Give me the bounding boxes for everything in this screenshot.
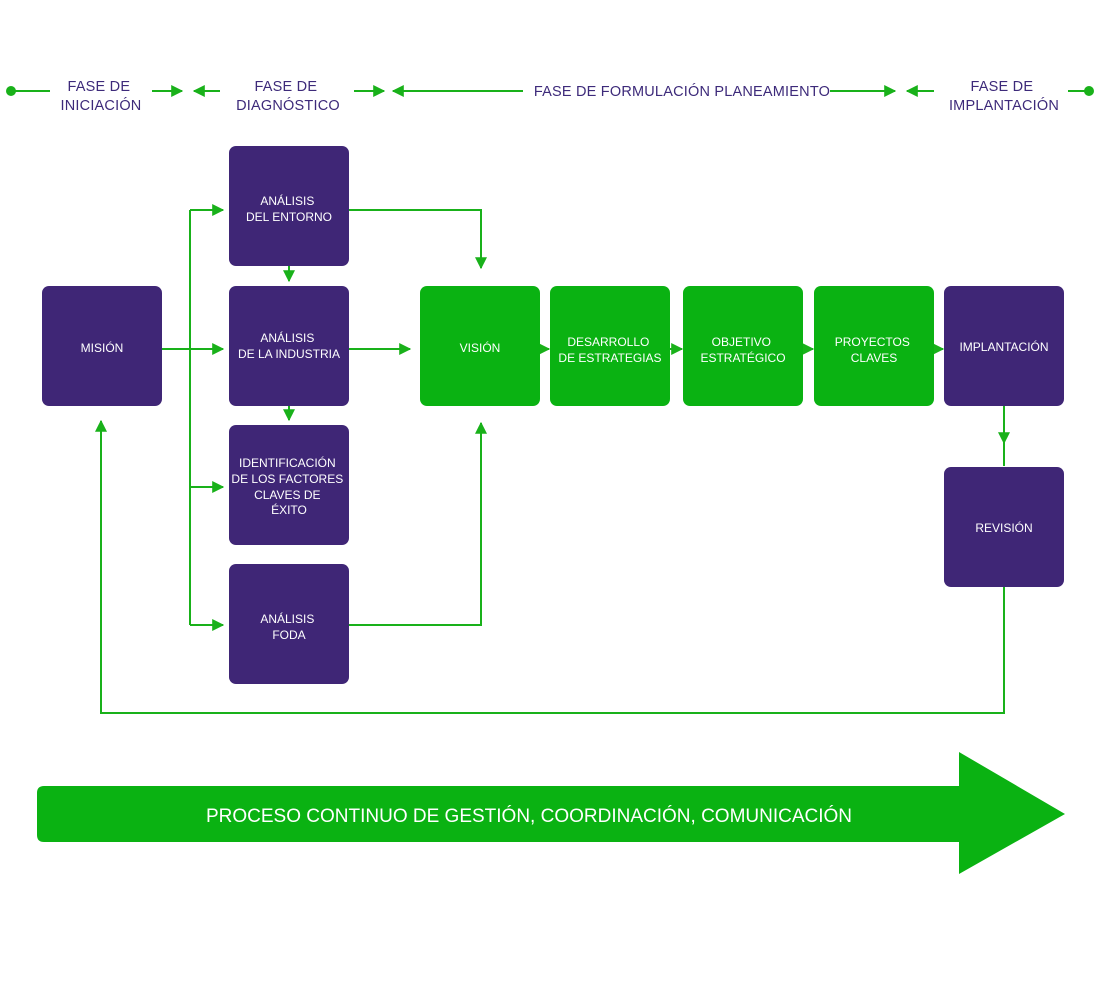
connector-arrow bbox=[349, 209, 487, 270]
svg-text:ANÁLISIS DEL ENTORNO: ANÁLISIS DEL ENTORNO bbox=[246, 193, 332, 224]
process-boxes: MISIÓN ANÁLISIS DEL ENTORNO ANÁLISIS DE … bbox=[42, 146, 1064, 684]
svg-text:PROYECTOS CLAVES: PROYECTOS CLAVES bbox=[835, 335, 913, 365]
box-objetivo-estrategico: OBJETIVO ESTRATÉGICO bbox=[683, 286, 803, 406]
svg-text:IMPLANTACIÓN: IMPLANTACIÓN bbox=[959, 339, 1048, 354]
phase-implantacion-label: FASE DE IMPLANTACIÓN bbox=[949, 79, 1059, 114]
box-implantacion: IMPLANTACIÓN bbox=[944, 286, 1064, 406]
banner-arrow-shape bbox=[37, 752, 1065, 874]
phase-timeline: FASE DE INICIACIÓN FASE DE DIAGNÓSTICO F… bbox=[6, 79, 1094, 114]
svg-text:VISIÓN: VISIÓN bbox=[460, 340, 501, 355]
svg-text:DESARROLLO DE ESTRATEG: DESARROLLO DE ESTRATEGIAS bbox=[558, 335, 661, 365]
phase-diagnostico-label: FASE DE DIAGNÓSTICO bbox=[236, 79, 340, 114]
svg-text:MISIÓN: MISIÓN bbox=[81, 340, 124, 355]
connectors bbox=[95, 204, 1010, 714]
connector-arrow bbox=[349, 421, 487, 626]
box-vision: VISIÓN bbox=[420, 286, 540, 406]
box-revision: REVISIÓN bbox=[944, 467, 1064, 587]
box-proyectos-claves: PROYECTOS CLAVES bbox=[814, 286, 934, 406]
feedback-loop-arrow bbox=[95, 419, 1005, 714]
svg-text:REVISIÓN: REVISIÓN bbox=[975, 520, 1032, 535]
box-analisis-foda: ANÁLISIS FODA bbox=[229, 564, 349, 684]
phase-formulacion-label: FASE DE FORMULACIÓN PLANEAMIENTO bbox=[534, 83, 830, 100]
box-factores-claves: IDENTIFICACIÓN DE LOS FACTORES CLAVES DE… bbox=[229, 425, 349, 545]
timeline-end-dot bbox=[1084, 86, 1094, 96]
box-analisis-entorno: ANÁLISIS DEL ENTORNO bbox=[229, 146, 349, 266]
svg-text:ANÁLISIS DE LA INDUSTR: ANÁLISIS DE LA INDUSTRIA bbox=[238, 330, 340, 361]
box-analisis-industria: ANÁLISIS DE LA INDUSTRIA bbox=[229, 286, 349, 406]
box-mision: MISIÓN bbox=[42, 286, 162, 406]
banner-label: PROCESO CONTINUO DE GESTIÓN, COORDINACIÓ… bbox=[206, 805, 852, 827]
box-desarrollo-estrategias: DESARROLLO DE ESTRATEGIAS bbox=[550, 286, 670, 406]
svg-text:ANÁLISIS FODA: ANÁLISIS FODA bbox=[260, 611, 317, 642]
phase-iniciacion-label: FASE DE INICIACIÓN bbox=[61, 79, 142, 114]
svg-text:OBJETIVO ESTRATÉGICO: OBJETIVO ESTRATÉGICO bbox=[700, 335, 785, 365]
svg-text:IDENTIFICACIÓN DE LOS: IDENTIFICACIÓN DE LOS FACTORES CLAVES DE… bbox=[231, 455, 346, 517]
continuous-process-banner: PROCESO CONTINUO DE GESTIÓN, COORDINACIÓ… bbox=[37, 752, 1065, 874]
